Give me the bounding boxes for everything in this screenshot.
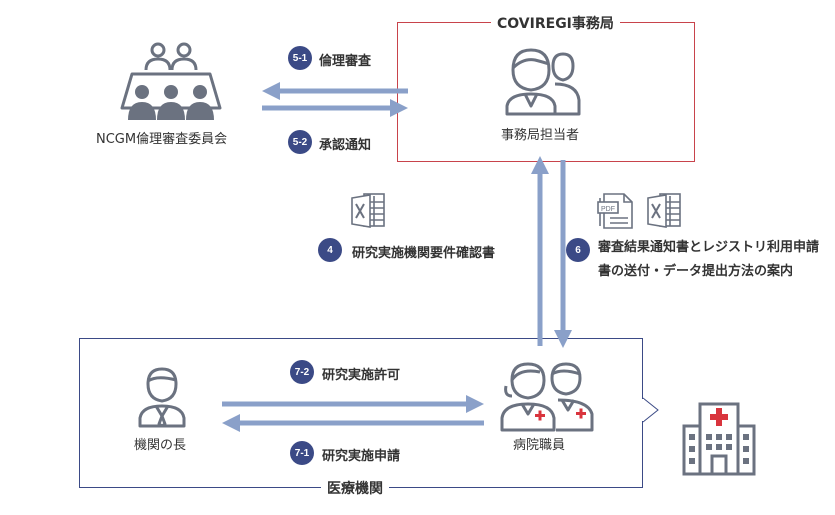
step-5-1-badge: 5-1 xyxy=(288,46,312,70)
committee-label: NCGM倫理審査委員会 xyxy=(96,132,228,147)
coviregi-title: COVIREGI事務局 xyxy=(491,13,620,33)
step-6-badge: 6 xyxy=(566,238,590,262)
svg-text:PDF: PDF xyxy=(601,206,615,213)
meeting-table-icon xyxy=(120,42,222,120)
institution-head-label: 機関の長 xyxy=(134,438,187,453)
step-7-1-label: 研究実施申請 xyxy=(322,449,401,464)
step-5-2-badge: 5-2 xyxy=(288,130,312,154)
medical-staff-icon xyxy=(500,362,594,432)
step-6-label: 審査結果通知書とレジストリ利用申請書の送付・データ提出方法の案内 xyxy=(598,240,820,279)
institution-title: 医療機関 xyxy=(321,478,389,498)
step-4-badge: 4 xyxy=(318,238,342,262)
step-4-label: 研究実施機関要件確認書 xyxy=(352,246,496,261)
step-7-2-label: 研究実施許可 xyxy=(322,368,401,383)
coviregi-staff-label: 事務局担当者 xyxy=(501,128,580,143)
hospital-building-icon xyxy=(682,402,756,476)
excel-document-icon-2 xyxy=(647,193,681,228)
businessman-icon xyxy=(138,367,186,428)
office-staff-icon xyxy=(505,48,581,116)
arrow-6-head xyxy=(554,330,572,348)
institution-pointer xyxy=(642,397,659,423)
arrow-7-1-head xyxy=(222,414,240,432)
step-7-1-badge: 7-1 xyxy=(290,441,314,465)
hospital-staff-label: 病院職員 xyxy=(513,438,566,453)
excel-document-icon xyxy=(351,193,385,228)
arrow-5-1-head xyxy=(262,82,280,100)
arrow-5-2-head xyxy=(390,99,408,117)
step-5-1-label: 倫理審査 xyxy=(319,54,372,69)
step-5-2-label: 承認通知 xyxy=(319,138,372,153)
arrow-4-head xyxy=(531,156,549,174)
pdf-document-icon: PDF xyxy=(597,193,633,229)
step-7-2-badge: 7-2 xyxy=(290,360,314,384)
arrow-7-2-head xyxy=(466,395,484,413)
